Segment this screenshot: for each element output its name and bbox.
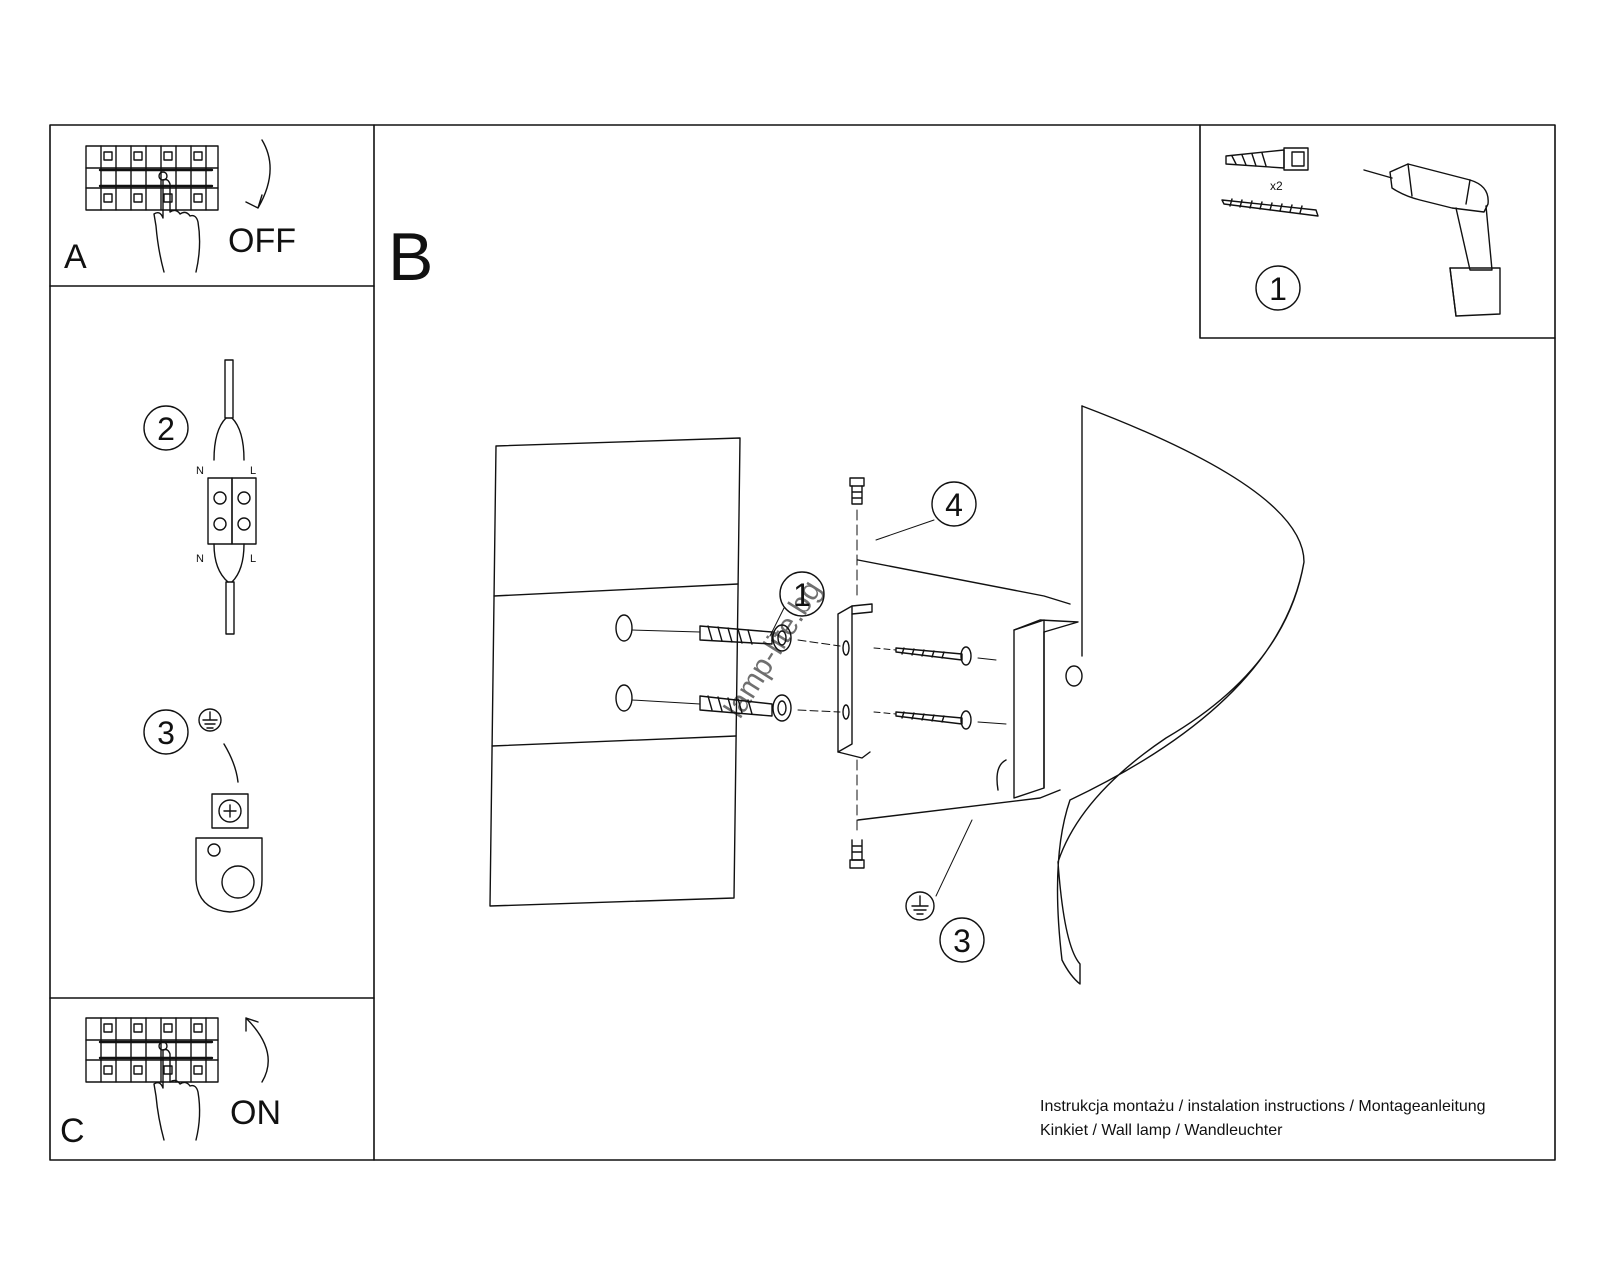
step-2-circle xyxy=(143,405,189,451)
live-label-top: L xyxy=(250,465,256,477)
callout-4-circle xyxy=(931,481,977,527)
arrow-down-icon xyxy=(245,139,271,209)
screw-icon xyxy=(1221,198,1319,217)
wall-plug-lower xyxy=(699,694,792,722)
wall-plug-icon xyxy=(1225,147,1309,171)
earth-terminal: 3 xyxy=(143,708,263,913)
breaker-panel-icon xyxy=(85,145,219,211)
panel-a: A OFF xyxy=(64,139,296,276)
step-3-circle xyxy=(143,709,189,755)
panel-c-letter: C xyxy=(60,1112,85,1150)
wall-hole-upper xyxy=(615,614,633,642)
fixing-screw-upper xyxy=(873,646,997,666)
wall-hole-lower xyxy=(615,684,633,712)
footer-line-2: Kinkiet / Wall lamp / Wandleuchter xyxy=(1040,1122,1283,1139)
wall-plug-upper xyxy=(699,624,792,652)
wiring-diagram: 2 N L N L xyxy=(143,359,257,635)
watermark: lamp-lite.bg xyxy=(718,575,828,724)
panel-c: C ON xyxy=(60,1017,281,1150)
callout-earth: 3 xyxy=(953,923,971,959)
callout-cover: 4 xyxy=(945,487,963,523)
tools-box: x2 1 xyxy=(1221,147,1501,317)
breaker-panel-icon-c xyxy=(85,1017,219,1083)
wiring-step-number: 2 xyxy=(157,411,175,447)
panel-a-letter: A xyxy=(64,238,87,276)
tools-step-number: 1 xyxy=(1269,271,1287,307)
ground-icon xyxy=(198,708,222,732)
step-1-circle xyxy=(1255,265,1301,311)
quantity-label: x2 xyxy=(1270,179,1283,193)
neutral-label-top: N xyxy=(196,465,204,477)
callout-wall-plug: 1 xyxy=(793,577,811,613)
panel-a-off-label: OFF xyxy=(228,222,296,260)
footer: Instrukcja montażu / instalation instruc… xyxy=(1040,1095,1486,1143)
footer-line-1: Instrukcja montażu / instalation instruc… xyxy=(1040,1098,1486,1115)
bracket-screw-bottom xyxy=(849,759,865,869)
drill-icon xyxy=(1363,163,1501,317)
fixing-screw-lower xyxy=(873,710,1007,730)
callout-1-circle xyxy=(779,571,825,617)
wall-panel xyxy=(489,437,741,907)
earth-callout: 3 xyxy=(905,819,985,963)
panel-b-letter: B xyxy=(388,219,433,295)
sheet-frame xyxy=(49,124,1556,1161)
hand-icon xyxy=(153,178,201,273)
panel-c-on-label: ON xyxy=(230,1094,281,1132)
hand-icon-c xyxy=(153,1048,201,1141)
bracket-screw-top xyxy=(849,477,865,601)
lamp-cover xyxy=(857,405,1305,985)
mounting-bracket xyxy=(797,603,873,759)
live-label-bottom: L xyxy=(250,553,256,565)
lamp-base xyxy=(996,619,1079,799)
arrow-up-icon xyxy=(245,1017,269,1083)
earth-step-number: 3 xyxy=(157,715,175,751)
neutral-label-bottom: N xyxy=(196,553,204,565)
assembly-diagram: 1 xyxy=(489,405,1305,985)
